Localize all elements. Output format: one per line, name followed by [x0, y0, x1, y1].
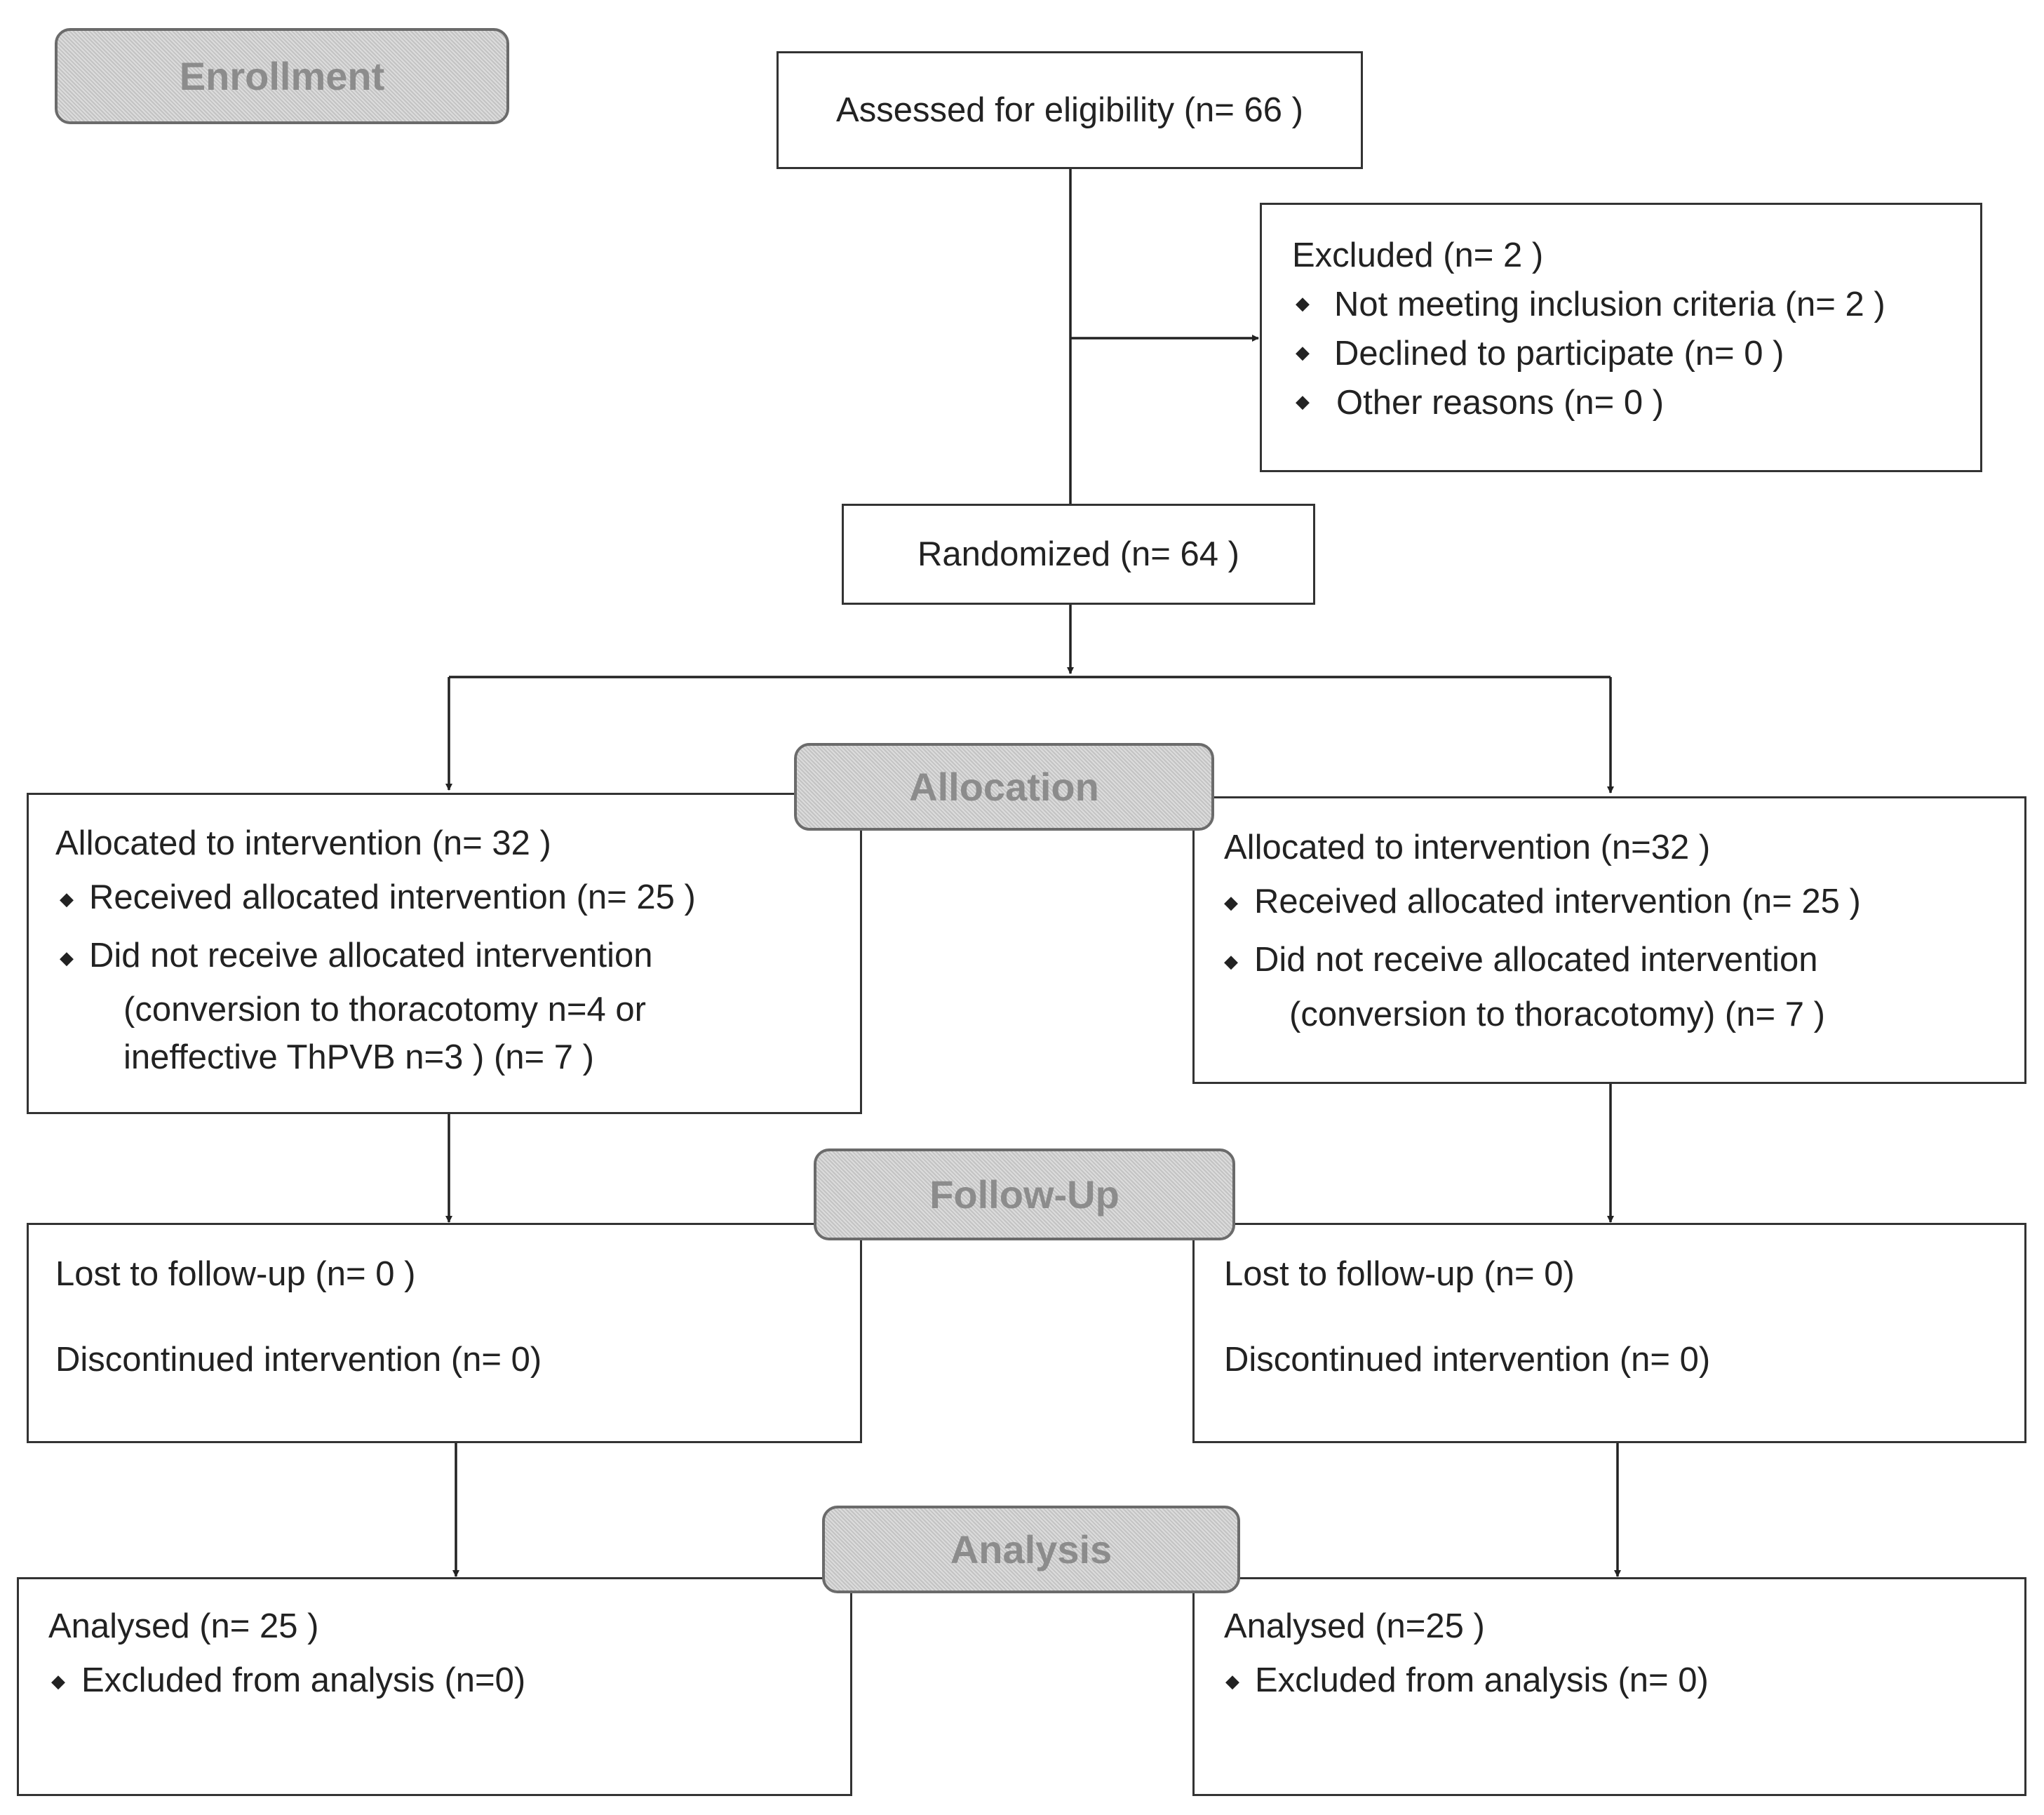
allocation-left-detail: (conversion to thoracotomy n=4 or — [123, 991, 646, 1029]
excluded-reason-item: Not meeting inclusion criteria (n= 2 ) — [1334, 286, 1885, 323]
analysis-left-title: Analysed (n= 25 ) — [48, 1607, 319, 1645]
allocation-right-box: Allocated to intervention (n=32 ) ◆ Rece… — [1192, 796, 2026, 1084]
stage-label-analysis: Analysis — [822, 1506, 1240, 1593]
stage-label-allocation: Allocation — [794, 743, 1214, 831]
followup-right-lost: Lost to follow-up (n= 0) — [1224, 1255, 1575, 1293]
diamond-bullet-icon: ◆ — [60, 947, 74, 968]
assessed-text: Assessed for eligibility (n= 66 ) — [836, 91, 1303, 129]
diamond-bullet-icon: ◆ — [51, 1670, 65, 1692]
stage-label-enrollment: Enrollment — [55, 28, 509, 124]
analysis-left-excluded: Excluded from analysis (n=0) — [81, 1661, 526, 1699]
randomized-box: Randomized (n= 64 ) — [842, 504, 1315, 605]
allocation-right-received: Received allocated intervention (n= 25 ) — [1254, 883, 1861, 920]
allocation-right-detail: (conversion to thoracotomy) (n= 7 ) — [1289, 996, 1825, 1033]
analysis-right-excluded: Excluded from analysis (n= 0) — [1255, 1661, 1709, 1699]
analysis-left-box: Analysed (n= 25 ) ◆ Excluded from analys… — [17, 1577, 852, 1796]
followup-right-box: Lost to follow-up (n= 0) Discontinued in… — [1192, 1223, 2026, 1443]
allocation-left-not-received: Did not receive allocated intervention — [89, 937, 653, 975]
diamond-bullet-icon: ◆ — [60, 888, 74, 909]
allocation-right-not-received: Did not receive allocated intervention — [1254, 941, 1818, 979]
diamond-bullet-icon: ◆ — [1296, 391, 1310, 412]
excluded-reason-item: Other reasons (n= 0 ) — [1336, 384, 1665, 422]
analysis-right-box: Analysed (n=25 ) ◆ Excluded from analysi… — [1192, 1577, 2026, 1796]
allocation-left-title: Allocated to intervention (n= 32 ) — [55, 824, 551, 862]
allocation-left-box: Allocated to intervention (n= 32 ) ◆ Rec… — [27, 793, 862, 1114]
diamond-bullet-icon: ◆ — [1225, 1670, 1239, 1692]
excluded-reason-item: Declined to participate (n= 0 ) — [1334, 335, 1784, 373]
randomized-text: Randomized (n= 64 ) — [917, 535, 1239, 573]
followup-left-lost: Lost to follow-up (n= 0 ) — [55, 1255, 416, 1293]
followup-left-discontinued: Discontinued intervention (n= 0) — [55, 1341, 542, 1379]
followup-left-box: Lost to follow-up (n= 0 ) Discontinued i… — [27, 1223, 862, 1443]
diamond-bullet-icon: ◆ — [1296, 342, 1310, 363]
excluded-box: Excluded (n= 2 ) ◆ Not meeting inclusion… — [1260, 203, 1982, 472]
diamond-bullet-icon: ◆ — [1296, 293, 1310, 314]
allocation-left-received: Received allocated intervention (n= 25 ) — [89, 878, 696, 916]
followup-right-discontinued: Discontinued intervention (n= 0) — [1224, 1341, 1711, 1379]
allocation-right-title: Allocated to intervention (n=32 ) — [1224, 829, 1711, 866]
assessed-box: Assessed for eligibility (n= 66 ) — [776, 51, 1363, 169]
allocation-left-detail: ineffective ThPVB n=3 ) (n= 7 ) — [123, 1038, 594, 1076]
diamond-bullet-icon: ◆ — [1224, 892, 1238, 913]
stage-label-follow-up: Follow-Up — [814, 1148, 1235, 1240]
diamond-bullet-icon: ◆ — [1224, 951, 1238, 972]
analysis-right-title: Analysed (n=25 ) — [1224, 1607, 1485, 1645]
excluded-title: Excluded (n= 2 ) — [1292, 236, 1544, 274]
